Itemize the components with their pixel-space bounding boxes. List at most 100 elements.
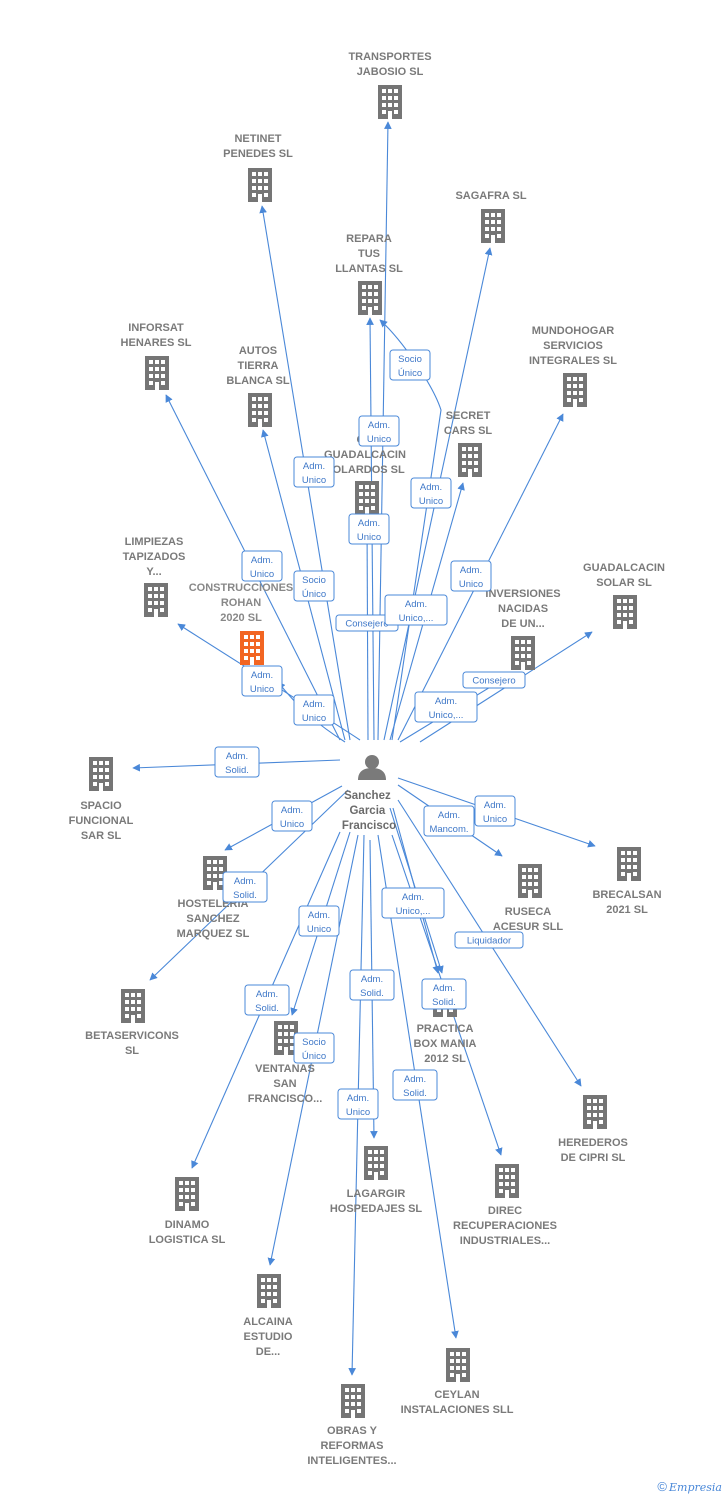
edge-label-box xyxy=(241,665,283,697)
edge-label-l18[interactable]: Adm.Unico xyxy=(474,795,516,827)
edge-label-line: Unico xyxy=(419,496,443,507)
edge-label-box xyxy=(421,978,467,1010)
edge-label-l23[interactable]: Adm.Solid. xyxy=(349,969,395,1001)
edge-label-line: Adm. xyxy=(358,518,380,529)
edge-label-l25[interactable]: Adm.Solid. xyxy=(244,984,290,1016)
company-name-line: DINAMO xyxy=(165,1219,210,1231)
edge-label-line: Unico,... xyxy=(399,613,434,624)
edge-label-l2[interactable]: Adm.Unico xyxy=(358,415,400,447)
edge-label-l21[interactable]: Liquidador xyxy=(454,931,524,949)
edge-label-l4[interactable]: Adm.Unico xyxy=(410,477,452,509)
edge-label-line: Adm. xyxy=(234,876,256,887)
edge-label-l28[interactable]: Adm.Unico xyxy=(337,1088,379,1120)
edge-label-line: Solid. xyxy=(360,988,384,999)
edge-label-l3[interactable]: Adm.Unico xyxy=(293,456,335,488)
edge-label-text: Consejero xyxy=(345,619,388,630)
edge-label-line: Unico,... xyxy=(429,710,464,721)
footer-brand[interactable]: ©Empresia xyxy=(657,1479,722,1494)
company-name-line: INDUSTRIALES... xyxy=(460,1235,550,1247)
edge-label-line: Adm. xyxy=(308,910,330,921)
edge-label-l16[interactable]: Adm.Unico xyxy=(271,800,313,832)
person-node[interactable]: Sanchez Garcia Francisco xyxy=(342,755,396,832)
company-name-line: BRECALSAN xyxy=(592,889,661,901)
edge-label-l10[interactable]: Adm.Unico,... xyxy=(384,594,448,626)
edge-label-line: Adm. xyxy=(460,565,482,576)
edge-label-line: Adm. xyxy=(251,555,273,566)
company-node-dinamo[interactable]: DINAMO LOGISTICA SL xyxy=(149,1177,226,1246)
building-icon xyxy=(613,595,637,629)
edge-label-box xyxy=(410,477,452,509)
edge-label-box xyxy=(462,671,526,689)
edge-label-l20[interactable]: Adm.Unico,... xyxy=(381,887,445,919)
edge-label-l27[interactable]: Adm.Solid. xyxy=(392,1069,438,1101)
edge-label-l14[interactable]: Adm.Unico,... xyxy=(414,691,478,723)
edge-label-l5[interactable]: Adm.Unico xyxy=(348,513,390,545)
edge-label-l6[interactable]: Adm.Unico xyxy=(241,550,283,582)
building-icon xyxy=(378,85,402,119)
edge-label-l17[interactable]: Adm.Mancom. xyxy=(423,805,475,837)
edge-label-l15[interactable]: Adm.Solid. xyxy=(214,746,260,778)
company-name-line: ROHAN xyxy=(221,597,261,609)
edge-label-line: Adm. xyxy=(256,989,278,1000)
edge-label-box xyxy=(222,871,268,903)
building-icon xyxy=(121,989,145,1023)
building-icon xyxy=(518,864,542,898)
edge-label-l7[interactable]: Adm.Unico xyxy=(450,560,492,592)
company-name-line: LOGISTICA SL xyxy=(149,1234,226,1246)
company-name-line: INTELIGENTES... xyxy=(307,1455,396,1467)
edge-label-l12[interactable]: Consejero xyxy=(462,671,526,689)
edge-label-l22[interactable]: Adm.Unico xyxy=(298,905,340,937)
edge-label-box xyxy=(241,550,283,582)
edge-label-l13[interactable]: Adm.Unico xyxy=(293,694,335,726)
company-name-line: RUSECA xyxy=(505,906,552,918)
company-name-line: AUTOS xyxy=(239,345,277,357)
building-icon xyxy=(563,373,587,407)
edge-label-l24[interactable]: Adm.Solid. xyxy=(421,978,467,1010)
edge-label-line: Unico xyxy=(302,713,326,724)
building-icon xyxy=(446,1348,470,1382)
building-icon xyxy=(89,757,113,791)
edge-limpiezas xyxy=(177,623,361,741)
edge-label-l11[interactable]: Adm.Unico xyxy=(241,665,283,697)
edge-label-text: Liquidador xyxy=(467,936,511,947)
edge-label-l19[interactable]: Adm.Solid. xyxy=(222,871,268,903)
company-node-sagafra[interactable]: SAGAFRA SL xyxy=(455,190,527,243)
